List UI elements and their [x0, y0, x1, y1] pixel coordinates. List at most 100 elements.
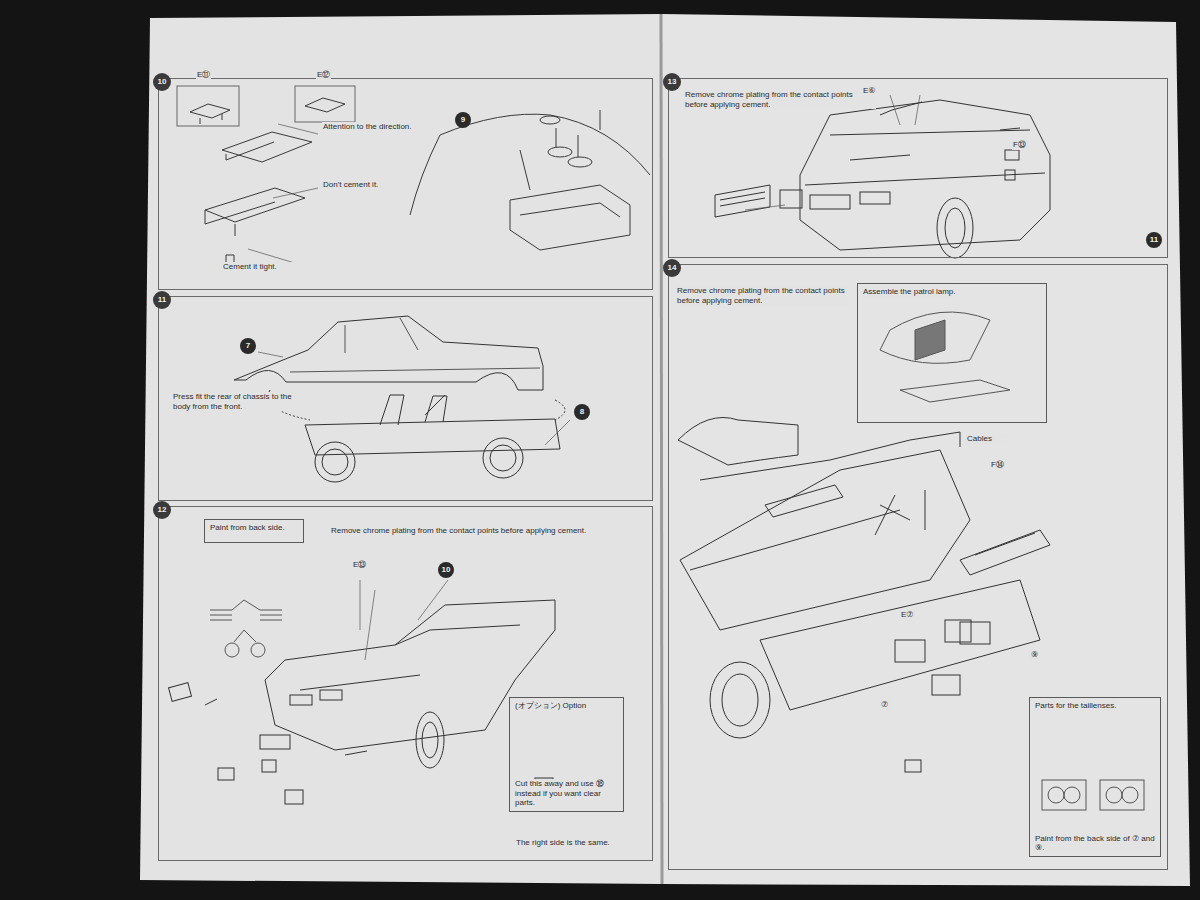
- step11-drawing: [290, 318, 540, 372]
- step14-drawing: [960, 530, 1050, 575]
- step12-drawing: [422, 722, 438, 758]
- note-text: Assemble the patrol lamp.: [862, 287, 957, 297]
- null: [1100, 780, 1144, 810]
- step12-drawing: [285, 790, 303, 804]
- step14-drawing: [960, 622, 990, 644]
- step10-drawing: [190, 104, 230, 124]
- note-text: Cut this away and use ⑱ instead if you w…: [514, 779, 619, 808]
- part-callout: E⑦: [900, 610, 915, 620]
- step10-drawing: [177, 86, 239, 126]
- step12-drawing: [265, 600, 555, 750]
- step13-drawing: [860, 192, 890, 204]
- step11-drawing: [380, 395, 447, 425]
- step13-drawing: [945, 208, 965, 248]
- null: [915, 320, 945, 360]
- leader-lines: [360, 580, 448, 660]
- step14-drawing: [710, 662, 770, 738]
- step-number: 13: [663, 73, 681, 91]
- instruction-note: Attention to the direction.: [322, 122, 434, 132]
- step13-drawing: [715, 185, 770, 217]
- step14-drawing: [700, 432, 960, 480]
- instruction-note: Cables: [966, 434, 1008, 444]
- null: [1106, 787, 1122, 803]
- step10-drawing: [540, 116, 560, 124]
- subassembly-number: 11: [1146, 232, 1162, 248]
- step14-drawing: [678, 312, 1144, 810]
- part-callout: E⑫: [316, 70, 331, 80]
- instruction-note: The right side is the same.: [515, 838, 647, 848]
- note-box: Assemble the patrol lamp.: [857, 283, 1047, 423]
- step13-drawing: [715, 100, 1050, 258]
- step10-drawing: [556, 110, 600, 157]
- step12-drawing: [169, 683, 192, 702]
- null: [232, 600, 260, 642]
- null: [1122, 787, 1138, 803]
- step13-drawing: [1005, 170, 1015, 180]
- step14-drawing: [765, 485, 843, 517]
- step14-drawing: [722, 674, 758, 726]
- step12-drawing: [205, 699, 367, 755]
- null: [1064, 787, 1080, 803]
- subassembly-number: 10: [438, 562, 454, 578]
- part-callout: F⑭: [990, 460, 1005, 470]
- null: [210, 610, 282, 620]
- note-text: (オプション) Option: [514, 701, 587, 711]
- step12-drawing: [260, 735, 290, 749]
- step14-drawing: [680, 450, 970, 630]
- instruction-note: Don't cement it.: [322, 180, 414, 190]
- step14-drawing: [932, 675, 960, 695]
- step13-drawing: [800, 100, 1050, 250]
- null: [880, 312, 1010, 402]
- step12-drawing: [169, 600, 555, 804]
- step12-drawing: [290, 695, 312, 705]
- step-number: 14: [663, 259, 681, 277]
- step12-drawing: [416, 712, 444, 768]
- step11-drawing: [268, 390, 565, 420]
- instruction-note: Cement it tight.: [222, 262, 314, 272]
- part-callout: ⑦: [880, 700, 889, 710]
- step14-drawing: [895, 640, 925, 662]
- step-panel: 12Paint from back side.(オプション) OptionCut…: [158, 506, 653, 861]
- step11-drawing: [234, 316, 543, 390]
- step14-drawing: [945, 620, 971, 642]
- instruction-note: Remove chrome plating from the contact p…: [684, 90, 876, 109]
- step14-drawing: [905, 760, 921, 772]
- step13-drawing: [805, 130, 1045, 185]
- leader-lines: [258, 352, 570, 445]
- step11-drawing: [305, 419, 560, 455]
- part-callout: E⑪: [196, 70, 211, 80]
- step12-drawing: [218, 768, 234, 780]
- step-number: 10: [153, 73, 171, 91]
- booklet-pages: [140, 14, 1190, 886]
- null: [225, 643, 239, 657]
- step10-drawing: [440, 114, 650, 175]
- step-panel: 14Assemble the patrol lamp.Parts for the…: [668, 264, 1168, 870]
- null: [210, 600, 282, 657]
- note-text: Paint from the back side of ⑦ and ⑨.: [1034, 834, 1156, 853]
- note-text: Parts for the taillenses.: [1034, 701, 1117, 711]
- part-callout: ⑨: [1030, 650, 1039, 660]
- note-box: (オプション) OptionCut this away and use ⑱ in…: [509, 697, 624, 812]
- null: [1042, 780, 1144, 810]
- step13-drawing: [880, 102, 1020, 130]
- step11-drawing: [315, 442, 355, 482]
- part-callout: E⑬: [352, 560, 367, 570]
- booklet-pages: [140, 14, 662, 884]
- step10-drawing: [295, 86, 355, 122]
- subassembly-number: 9: [455, 112, 471, 128]
- step-number: 12: [153, 501, 171, 519]
- step12-drawing: [300, 625, 520, 690]
- note-text: Paint from back side.: [209, 523, 286, 533]
- null: [1042, 780, 1086, 810]
- note-box: Parts for the taillenses. Paint from the …: [1029, 697, 1161, 857]
- null: [251, 643, 265, 657]
- step-number: 11: [153, 291, 171, 309]
- leader-lines: [745, 95, 920, 210]
- step13-drawing: [1005, 150, 1019, 160]
- step14-drawing: [875, 490, 925, 535]
- part-callout: F⑬: [1012, 140, 1027, 150]
- step10-drawing: [222, 132, 312, 162]
- step13-drawing: [810, 195, 850, 209]
